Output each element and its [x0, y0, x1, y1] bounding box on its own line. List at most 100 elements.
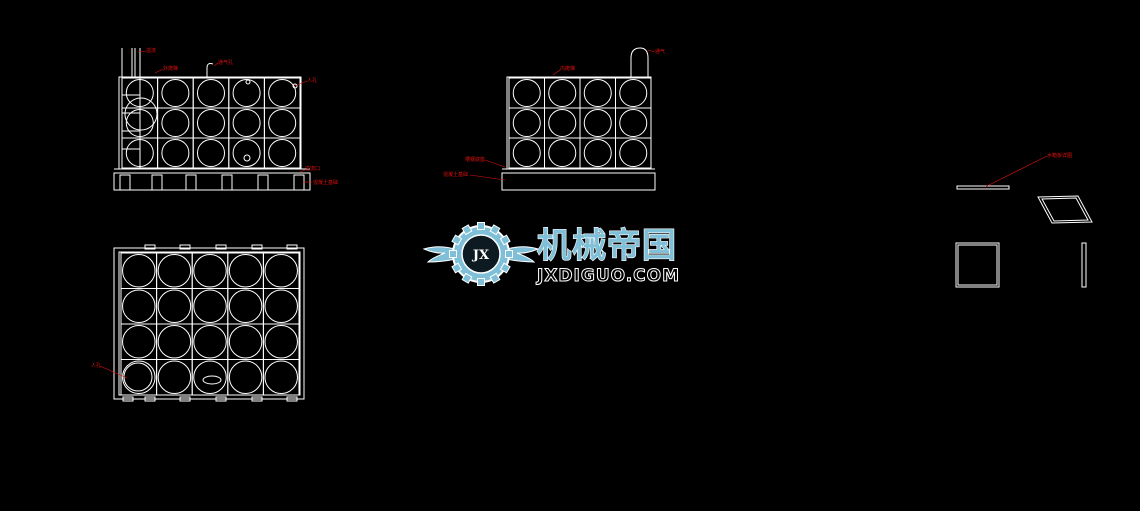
side-elevation-view	[501, 47, 656, 191]
tank-panel	[262, 288, 300, 325]
panel-circle	[548, 139, 577, 167]
tank-panel	[192, 77, 230, 109]
tank-panel	[156, 359, 193, 396]
side-elevation-leaders	[469, 49, 656, 181]
panel-circle	[268, 109, 297, 137]
panel-circle	[122, 325, 156, 359]
tank-panel	[192, 137, 230, 169]
tank-panel	[156, 288, 193, 325]
tank-panel	[263, 137, 301, 169]
panel-circle	[264, 325, 298, 359]
panel-circle	[122, 360, 156, 394]
gear-tooth	[451, 234, 463, 246]
label-front-right-mid: 溢流口	[305, 165, 320, 172]
tank-panel	[263, 107, 301, 139]
tank-panel	[192, 107, 230, 139]
panel-circle	[264, 254, 298, 288]
panel-circle	[512, 139, 541, 167]
panel-circle	[157, 254, 192, 288]
tank-panel	[262, 252, 300, 289]
edge-tab	[144, 396, 156, 402]
label-front-ladder: 外爬梯	[163, 65, 178, 72]
watermark-badge: JX	[472, 248, 490, 263]
gear-icon: JX	[449, 222, 513, 286]
tank-panel	[228, 77, 265, 109]
panel-circle	[193, 289, 227, 323]
tank-panel	[157, 77, 194, 109]
gear-tooth	[499, 234, 511, 246]
edge-tab	[286, 396, 298, 402]
panel-circle	[157, 360, 192, 394]
tank-panel	[262, 359, 300, 396]
label-front-vent: 通气孔	[218, 59, 233, 66]
gear-tooth	[505, 250, 513, 258]
tank-panel	[508, 77, 545, 109]
manhole-circle	[124, 97, 158, 131]
tank-panel	[156, 323, 193, 360]
edge-tab	[144, 244, 156, 250]
label-side-top-left: 内爬梯	[560, 65, 575, 72]
tank-panel	[615, 137, 652, 169]
panel-circle	[228, 254, 263, 288]
edge-tab	[286, 244, 298, 250]
panel-circle	[619, 109, 648, 137]
edge-tab	[215, 396, 227, 402]
tank-panel	[579, 77, 616, 109]
detail-leaders	[984, 155, 1048, 188]
support-foot	[293, 174, 305, 191]
panel-circle	[583, 139, 612, 167]
panel-circle	[268, 79, 297, 107]
tank-panel	[191, 288, 229, 325]
tank-panel	[227, 323, 264, 360]
panel-circle	[193, 325, 227, 359]
panel-circle	[157, 289, 192, 323]
panel-circle	[161, 109, 190, 137]
tank-panel	[615, 77, 652, 109]
edge-tab	[251, 244, 263, 250]
tank-panel	[120, 252, 158, 289]
edge-tab	[251, 396, 263, 402]
panel-circle	[161, 79, 190, 107]
front-elevation-leaders	[137, 50, 312, 183]
panel-circle	[619, 79, 648, 107]
label-detail-top: 水箱板详图	[1047, 152, 1072, 159]
panel-circle	[122, 254, 156, 288]
panel-circle	[264, 360, 298, 394]
support-foot	[119, 174, 131, 191]
tank-panel	[227, 359, 264, 396]
panel-circle	[264, 289, 298, 323]
tank-panel	[120, 323, 158, 360]
panel-circle	[232, 139, 261, 167]
detail-views	[955, 185, 1093, 288]
tank-panel	[544, 137, 581, 169]
tank-panel	[615, 107, 652, 139]
tank-panel	[157, 107, 194, 139]
gear-tooth	[461, 224, 473, 236]
front-elevation-view	[113, 48, 311, 191]
tank-panel	[191, 323, 229, 360]
edge-tab	[122, 396, 134, 402]
plan-leaders	[99, 365, 128, 379]
label-front-right-base: 混凝土基础	[313, 179, 338, 186]
tank-panel	[157, 137, 194, 169]
support-foot	[151, 174, 163, 191]
gear-tooth	[477, 222, 485, 230]
ladder	[121, 48, 141, 168]
panel-circle	[232, 109, 261, 137]
panel-circle	[228, 360, 263, 394]
tank-panel	[227, 288, 264, 325]
gear-tooth	[451, 262, 463, 274]
panel-circle	[232, 79, 261, 107]
watermark-logo: JX 机械帝国 JXDIGUO.COM	[422, 222, 680, 287]
edge-tab	[179, 396, 191, 402]
edge-tab	[215, 244, 227, 250]
label-side-pipe-top: 通气	[655, 48, 665, 55]
tank-panel	[191, 252, 229, 289]
tank-panel	[579, 107, 616, 139]
tank-panel	[156, 252, 193, 289]
tank-panel	[263, 77, 301, 109]
plan-manhole-circle	[123, 362, 153, 392]
support-foot	[185, 174, 197, 191]
tank-panel	[191, 359, 229, 396]
watermark-title: 机械帝国	[537, 226, 677, 266]
